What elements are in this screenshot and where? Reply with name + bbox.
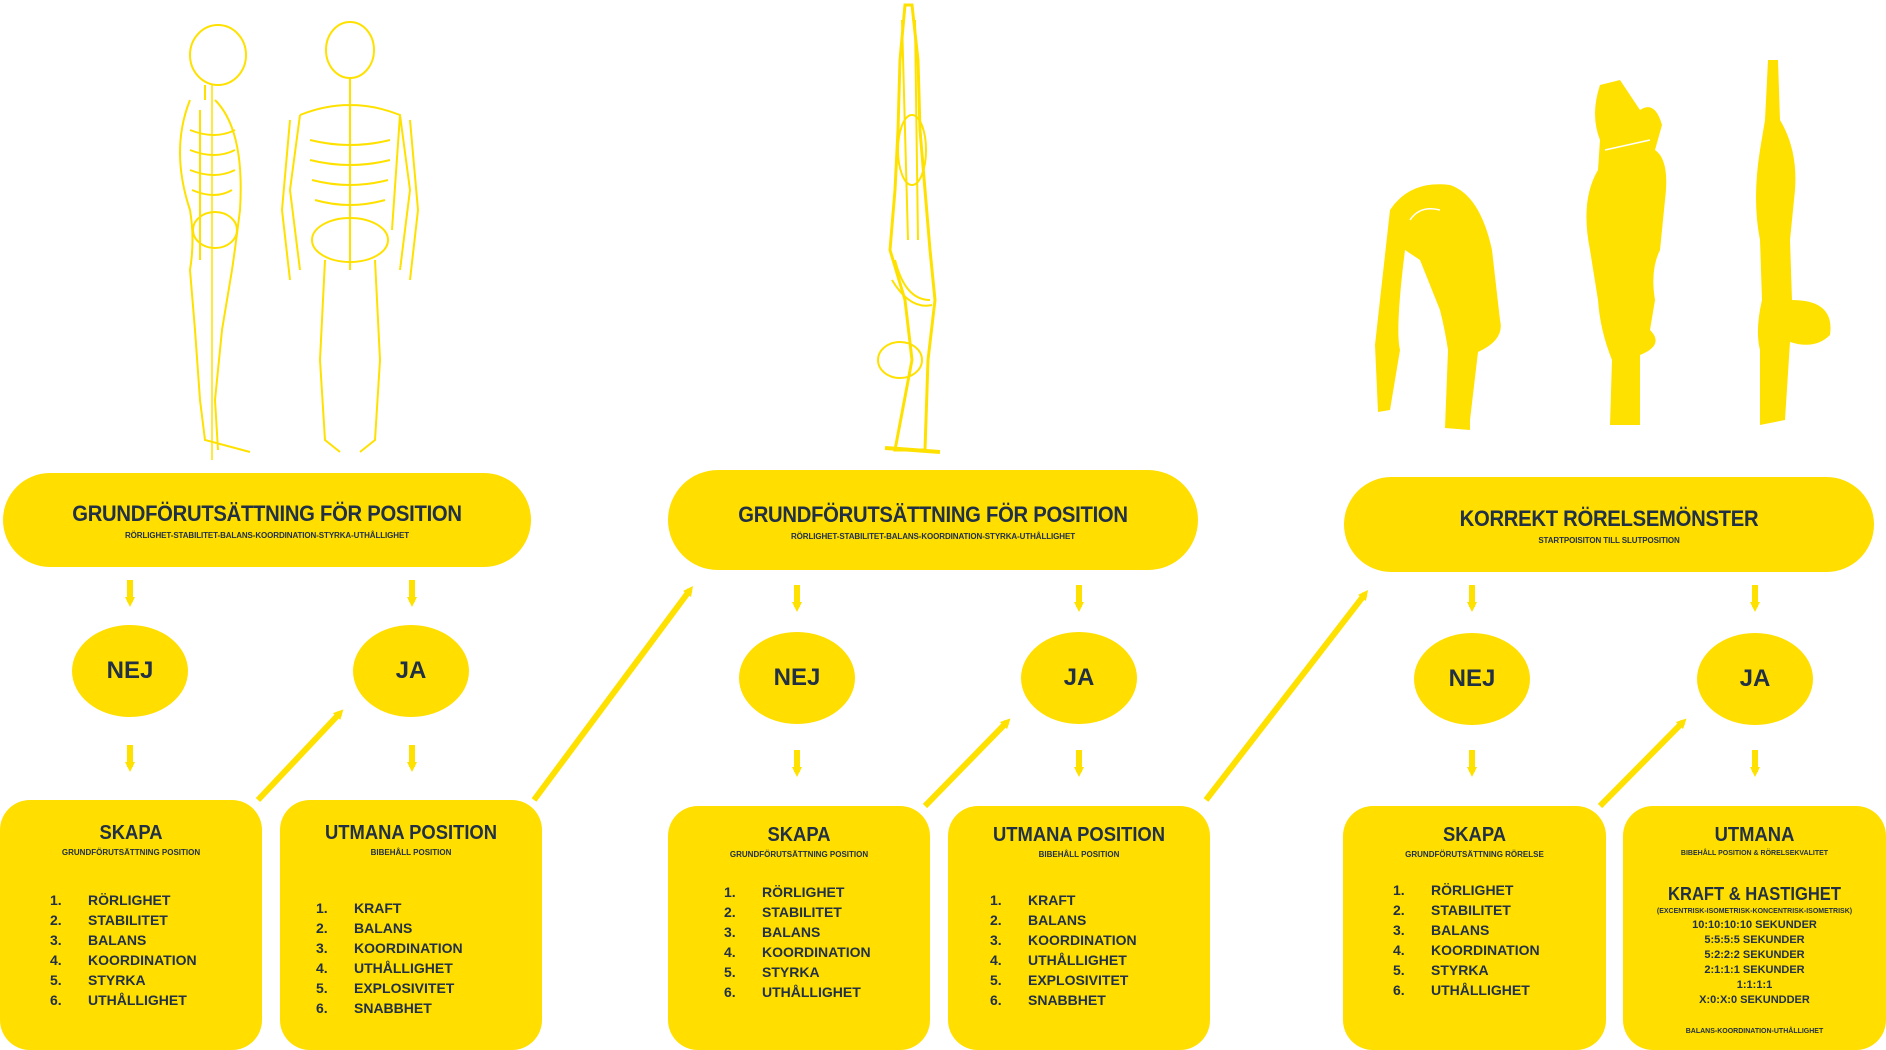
col1-skapa-box: SKAPA GRUNDFÖRUTSÄTTNING POSITION 1.RÖRL… (0, 800, 262, 1050)
col1-skapa-list: 1.RÖRLIGHET 2.STABILITET 3.BALANS 4.KOOR… (50, 890, 197, 1010)
col2-skapa-list: 1.RÖRLIGHET 2.STABILITET 3.BALANS 4.KOOR… (724, 882, 871, 1002)
col2-utmana-box: UTMANA POSITION BIBEHÅLL POSITION 1.KRAF… (948, 806, 1210, 1050)
col1-header: GRUNDFÖRUTSÄTTNING FÖR POSITION RÖRLIGHE… (3, 473, 531, 567)
list-item: 5.STYRKA (50, 972, 146, 988)
col3-skapa-box: SKAPA GRUNDFÖRUTSÄTTNING RÖRELSE 1.RÖRLI… (1343, 806, 1606, 1050)
col1-header-title: GRUNDFÖRUTSÄTTNING FÖR POSITION (72, 501, 462, 526)
list-item: 6.SNABBHET (316, 1000, 432, 1016)
handstand-skeleton-figure (877, 3, 941, 454)
col3-skapa-subtitle: GRUNDFÖRUTSÄTTNING RÖRELSE (1405, 850, 1544, 859)
arrow-diagonal (531, 585, 693, 802)
list-item: 6.UTHÅLLIGHET (50, 992, 187, 1008)
list-item: 5.STYRKA (724, 964, 820, 980)
col3-skapa-title: SKAPA (1442, 824, 1507, 846)
list-item: 2.STABILITET (50, 912, 168, 928)
list-item: 6.UTHÅLLIGHET (724, 984, 861, 1000)
pike-figure (1375, 184, 1501, 430)
list-item: 4.KOORDINATION (1393, 942, 1540, 958)
tempo-line: 5:2:2:2 SEKUNDER (1704, 949, 1805, 961)
list-item: 1.RÖRLIGHET (1393, 882, 1514, 898)
skeleton-side-figure (179, 24, 251, 460)
tempo-line: 1:1:1:1 (1736, 979, 1773, 991)
press-figure (1586, 80, 1667, 425)
col3-nej-node: NEJ (1414, 633, 1530, 725)
tempo-line: X:0:X:0 SEKUNDDER (1699, 994, 1810, 1006)
tempo-line: 5:5:5:5 SEKUNDER (1704, 934, 1805, 946)
col2-nej-node: NEJ (739, 632, 855, 724)
list-item: 2.BALANS (990, 912, 1087, 928)
col2-skapa-title: SKAPA (767, 824, 831, 846)
list-item: 5.STYRKA (1393, 962, 1489, 978)
col2-ja-node: JA (1021, 632, 1137, 724)
list-item: 3.BALANS (50, 932, 147, 948)
list-item: 1.RÖRLIGHET (724, 884, 845, 900)
col3-ja-node: JA (1697, 633, 1813, 725)
arrow-diagonal (1203, 590, 1369, 802)
list-item: 3.BALANS (1393, 922, 1490, 938)
list-item: 2.STABILITET (1393, 902, 1511, 918)
list-item: 1.RÖRLIGHET (50, 892, 171, 908)
col2-utmana-subtitle: BIBEHÅLL POSITION (1038, 850, 1120, 859)
list-item: 2.STABILITET (724, 904, 842, 920)
col3-header-title: KORREKT RÖRELSEMÖNSTER (1459, 506, 1759, 531)
col1-utmana-title: UTMANA POSITION (324, 822, 498, 844)
col1-header-subtitle: RÖRLIGHET-STABILITET-BALANS-KOORDINATION… (124, 531, 409, 540)
list-item: 6.UTHÅLLIGHET (1393, 982, 1530, 998)
col3-utmana-box: UTMANA BIBEHÅLL POSITION & RÖRELSEKVALIT… (1623, 806, 1886, 1050)
arrow-diagonal (922, 718, 1011, 809)
col2-header: GRUNDFÖRUTSÄTTNING FÖR POSITION RÖRLIGHE… (668, 470, 1198, 570)
col3-header: KORREKT RÖRELSEMÖNSTER STARTPOISITON TIL… (1344, 477, 1874, 572)
list-item: 3.KOORDINATION (316, 940, 463, 956)
col2-utmana-list: 1.KRAFT 2.BALANS 3.KOORDINATION 4.UTHÅLL… (990, 890, 1137, 1010)
handstand-figure (1756, 60, 1831, 425)
list-item: 4.KOORDINATION (50, 952, 197, 968)
list-item: 6.SNABBHET (990, 992, 1106, 1008)
list-item: 4.UTHÅLLIGHET (990, 952, 1127, 968)
list-item: 4.UTHÅLLIGHET (316, 960, 453, 976)
list-item: 4.KOORDINATION (724, 944, 871, 960)
list-item: 3.KOORDINATION (990, 932, 1137, 948)
tempo-line: 10:10:10:10 SEKUNDER (1692, 919, 1817, 931)
col3-utmana-heading: KRAFT & HASTIGHET (1668, 884, 1841, 904)
arrow-diagonal (1597, 718, 1687, 809)
skeleton-back-figure (280, 21, 420, 453)
col1-nej-node: NEJ (72, 625, 188, 717)
col3-utmana-footer: BALANS-KOORDINATION-UTHÅLLIGHET (1685, 1028, 1824, 1035)
list-item: 3.BALANS (724, 924, 821, 940)
col3-utmana-subtitle: BIBEHÅLL POSITION & RÖRELSEKVALITET (1680, 850, 1829, 857)
list-item: 5.EXPLOSIVITET (316, 980, 455, 996)
col3-skapa-list: 1.RÖRLIGHET 2.STABILITET 3.BALANS 4.KOOR… (1393, 880, 1540, 1000)
col1-utmana-box: UTMANA POSITION BIBEHÅLL POSITION 1.KRAF… (280, 800, 542, 1050)
figure-illustrations (179, 3, 1831, 460)
col1-utmana-list: 1.KRAFT 2.BALANS 3.KOORDINATION 4.UTHÅLL… (316, 898, 463, 1018)
col3-header-subtitle: STARTPOISITON TILL SLUTPOSITION (1538, 536, 1680, 545)
col2-utmana-title: UTMANA POSITION (992, 824, 1166, 846)
col2-skapa-box: SKAPA GRUNDFÖRUTSÄTTNING POSITION 1.RÖRL… (668, 806, 930, 1050)
col2-header-subtitle: RÖRLIGHET-STABILITET-BALANS-KOORDINATION… (790, 532, 1075, 541)
col2-skapa-subtitle: GRUNDFÖRUTSÄTTNING POSITION (729, 850, 869, 859)
col1-ja-node: JA (353, 625, 469, 717)
col1-skapa-title: SKAPA (99, 822, 163, 844)
col1-utmana-subtitle: BIBEHÅLL POSITION (370, 848, 452, 857)
col3-utmana-note: (EXCENTRISK-ISOMETRISK-KONCENTRISK-ISOME… (1656, 908, 1853, 915)
col2-header-title: GRUNDFÖRUTSÄTTNING FÖR POSITION (738, 502, 1128, 527)
list-item: 2.BALANS (316, 920, 413, 936)
tempo-line: 2:1:1:1 SEKUNDER (1704, 964, 1805, 976)
list-item: 1.KRAFT (990, 892, 1076, 908)
col3-utmana-title: UTMANA (1714, 824, 1795, 846)
list-item: 1.KRAFT (316, 900, 402, 916)
arrow-diagonal (255, 709, 344, 803)
col1-skapa-subtitle: GRUNDFÖRUTSÄTTNING POSITION (61, 848, 201, 857)
list-item: 5.EXPLOSIVITET (990, 972, 1129, 988)
